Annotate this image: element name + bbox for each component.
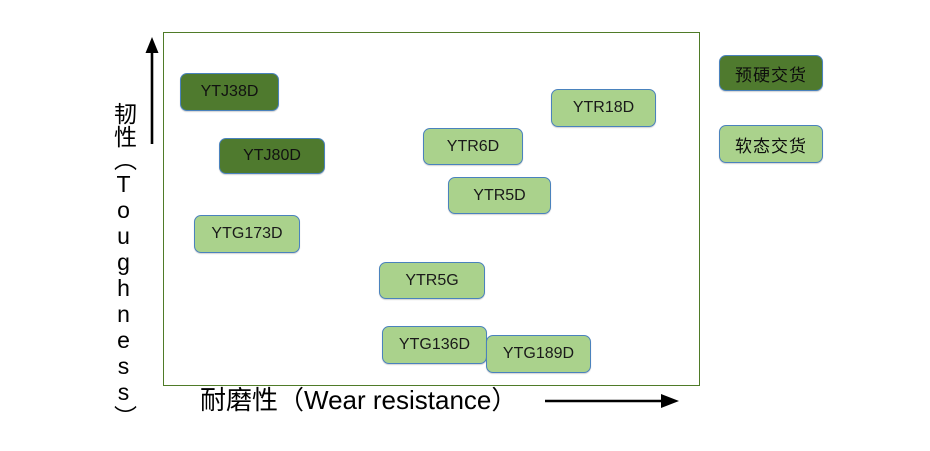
data-node[interactable]: YTR5D xyxy=(448,177,551,214)
data-node[interactable]: YTR5G xyxy=(379,262,485,299)
data-node[interactable]: YTG136D xyxy=(382,326,487,364)
y-axis-label: 韧性（Toughness） xyxy=(110,102,137,428)
data-node[interactable]: YTJ80D xyxy=(219,138,325,174)
arrow-up-icon xyxy=(145,37,159,144)
data-node[interactable]: YTG173D xyxy=(194,215,300,253)
x-axis-label: 耐磨性（Wear resistance） xyxy=(200,385,518,415)
legend-item-soft[interactable]: 软态交货 xyxy=(719,125,823,163)
arrow-right-icon xyxy=(545,394,679,408)
legend-item-prehard[interactable]: 预硬交货 xyxy=(719,55,823,91)
data-node[interactable]: YTG189D xyxy=(486,335,591,373)
data-node[interactable]: YTR18D xyxy=(551,89,656,127)
data-node[interactable]: YTJ38D xyxy=(180,73,279,111)
data-node[interactable]: YTR6D xyxy=(423,128,523,165)
